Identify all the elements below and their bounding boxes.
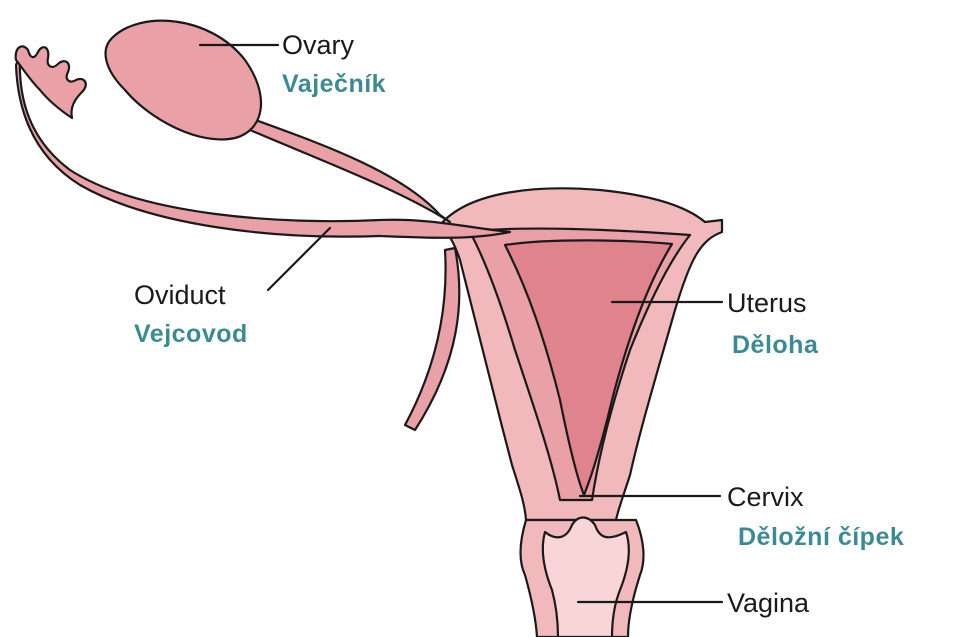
label-cervix-czech: Děložní čípek	[738, 525, 904, 550]
label-uterus-czech: Děloha	[732, 333, 818, 358]
label-oviduct: Oviduct	[134, 282, 226, 309]
label-cervix: Cervix	[727, 484, 804, 511]
oviduct-leader-line	[268, 228, 330, 290]
round-ligament	[405, 248, 459, 430]
ovarian-ligament	[250, 118, 450, 222]
label-uterus: Uterus	[727, 290, 807, 317]
label-oviduct-czech: Vejcovod	[134, 322, 248, 347]
label-vagina: Vagina	[727, 590, 809, 617]
label-ovary: Ovary	[282, 32, 354, 59]
label-ovary-czech: Vaječník	[282, 72, 386, 97]
ovary-shape	[106, 21, 261, 140]
